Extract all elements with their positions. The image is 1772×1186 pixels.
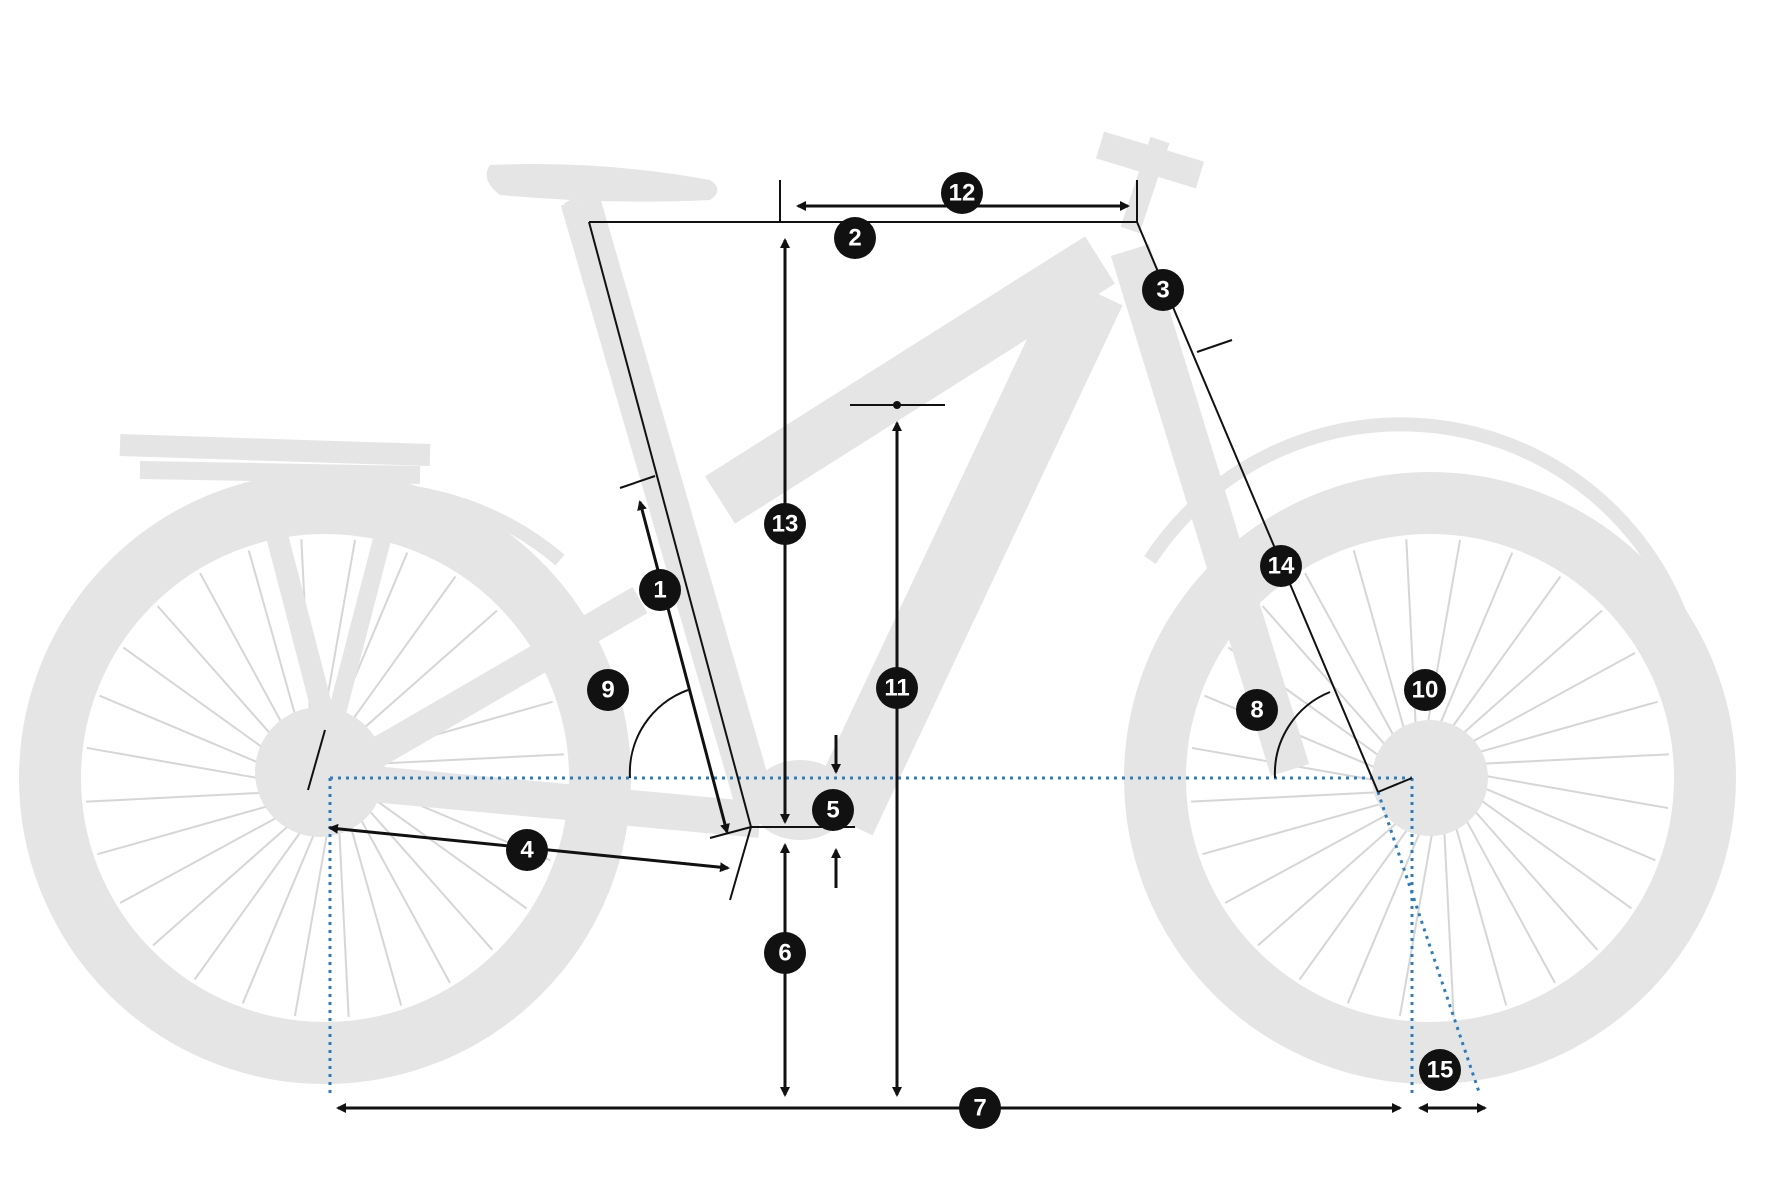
marker-14: 14 <box>1260 545 1302 587</box>
spoke <box>152 804 313 947</box>
spoke <box>1452 796 1556 984</box>
marker-6-label: 6 <box>778 940 791 967</box>
marker-2-label: 2 <box>848 225 861 252</box>
spoke <box>1456 753 1669 766</box>
spoke <box>1224 800 1412 904</box>
rear-rack <box>119 434 431 743</box>
spoke <box>1447 801 1508 1006</box>
marker-15: 15 <box>1419 1049 1461 1091</box>
marker-2: 2 <box>834 217 876 259</box>
spoke <box>1352 550 1413 755</box>
rear-cassette <box>255 707 385 837</box>
marker-1: 1 <box>639 569 681 611</box>
spoke <box>1298 806 1425 981</box>
spoke <box>1453 700 1658 761</box>
marker-13: 13 <box>764 503 806 545</box>
spoke <box>241 807 326 1004</box>
spoke <box>1346 807 1431 1004</box>
spoke <box>1448 652 1636 756</box>
spoke <box>1257 804 1418 947</box>
marker-9: 9 <box>587 669 629 711</box>
spoke <box>1442 609 1603 752</box>
marker-4: 4 <box>506 829 548 871</box>
spoke <box>1191 790 1404 803</box>
marker-5-label: 5 <box>826 797 839 824</box>
marker-4-label: 4 <box>520 837 534 864</box>
marker-6: 6 <box>764 932 806 974</box>
spoke <box>1398 807 1438 1017</box>
spoke <box>1459 777 1656 862</box>
marker-10-label: 10 <box>1412 677 1439 704</box>
spoke <box>1202 795 1407 856</box>
marker-15-label: 15 <box>1427 1057 1454 1084</box>
marker-5: 5 <box>812 789 854 831</box>
marker-13-label: 13 <box>772 511 799 538</box>
marker-12: 12 <box>941 172 983 214</box>
spoke <box>293 807 333 1017</box>
spoke <box>193 806 320 981</box>
head-tube-line <box>1136 221 1379 793</box>
spoke <box>337 804 350 1017</box>
spoke <box>1456 790 1599 951</box>
markers: 1 2 3 4 5 6 7 8 9 10 11 12 13 14 15 <box>506 172 1461 1129</box>
bike-silhouette <box>19 131 1736 1084</box>
marker-11: 11 <box>876 667 918 709</box>
spoke <box>1405 539 1418 752</box>
spoke <box>1458 783 1633 910</box>
marker-3-label: 3 <box>1156 277 1169 304</box>
marker-8: 8 <box>1236 689 1278 731</box>
spoke <box>1435 575 1562 750</box>
marker-10: 10 <box>1404 669 1446 711</box>
spoke <box>1459 770 1669 810</box>
front-disc <box>1372 720 1488 836</box>
marker-9-label: 9 <box>601 677 614 704</box>
front-fender <box>1144 417 1707 701</box>
marker-12-label: 12 <box>949 180 976 207</box>
spoke <box>351 790 494 951</box>
marker-8-label: 8 <box>1250 697 1263 724</box>
spoke <box>1304 572 1408 760</box>
rear-fender <box>73 482 565 703</box>
rear-tire <box>19 472 631 1084</box>
marker-14-label: 14 <box>1268 553 1295 580</box>
spoke <box>1422 539 1462 749</box>
marker-7: 7 <box>959 1087 1001 1129</box>
spoke <box>347 796 451 984</box>
marker-1-label: 1 <box>653 577 666 604</box>
spoke <box>1442 804 1455 1017</box>
spoke <box>1429 552 1514 749</box>
saddle <box>486 164 718 202</box>
marker-7-label: 7 <box>973 1095 986 1122</box>
marker-3: 3 <box>1142 269 1184 311</box>
arrow-1 <box>637 500 730 834</box>
ground-reference <box>328 776 1482 1096</box>
marker-11-label: 11 <box>884 675 909 702</box>
front-spokes <box>1191 539 1669 1017</box>
